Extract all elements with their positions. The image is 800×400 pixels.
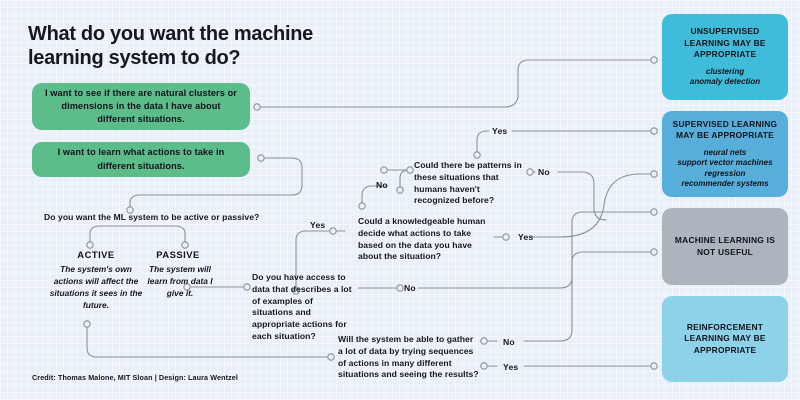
edge-label-gather-yes: Yes bbox=[503, 362, 519, 372]
outcome-heading-reinforcement: REINFORCEMENT LEARNING MAY BE APPROPRIAT… bbox=[684, 322, 766, 355]
branch-description-passive: The system will learn from data I give i… bbox=[147, 264, 213, 298]
question-active-or-passive: Do you want the ML system to be active o… bbox=[44, 212, 260, 222]
question-patterns: Could there be patterns in these situati… bbox=[414, 160, 522, 206]
page-title: What do you want the machine learning sy… bbox=[28, 23, 313, 70]
outcome-heading-supervised: SUPERVISED LEARNING MAY BE APPROPRIATE bbox=[672, 118, 778, 140]
outcome-heading-unsupervised: UNSUPERVISED LEARNING MAY BE APPROPRIATE bbox=[684, 26, 766, 59]
outcome-box-unsupervised[interactable]: UNSUPERVISED LEARNING MAY BE APPROPRIATE… bbox=[662, 14, 788, 100]
edge-label-knowledgeable-no: No bbox=[376, 180, 388, 190]
outcome-box-supervised[interactable]: SUPERVISED LEARNING MAY BE APPROPRIATE n… bbox=[662, 111, 788, 197]
branch-label-active: ACTIVE bbox=[77, 249, 115, 260]
edge-label-access-no: No bbox=[404, 283, 416, 293]
question-knowledgeable-human: Could a knowledgeable human decide what … bbox=[358, 216, 486, 262]
edge-label-patterns-no: No bbox=[538, 167, 550, 177]
edge-label-knowledgeable-yes: Yes bbox=[518, 232, 534, 242]
outcome-box-not-useful[interactable]: MACHINE LEARNING IS NOT USEFUL bbox=[662, 208, 788, 285]
question-gather-data: Will the system be able to gather a lot … bbox=[338, 334, 479, 380]
edge-label-access-yes: Yes bbox=[310, 220, 326, 230]
branch-label-passive: PASSIVE bbox=[156, 249, 200, 260]
edge-label-patterns-yes: Yes bbox=[492, 126, 508, 136]
edge-label-gather-no: No bbox=[503, 337, 515, 347]
goal-box-clusters[interactable]: I want to see if there are natural clust… bbox=[32, 83, 250, 130]
credit-line: Credit: Thomas Malone, MIT Sloan | Desig… bbox=[32, 373, 238, 382]
branch-description-active: The system's own actions will affect the… bbox=[49, 264, 143, 310]
goal-box-actions[interactable]: I want to learn what actions to take in … bbox=[32, 142, 250, 177]
outcome-heading-not-useful: MACHINE LEARNING IS NOT USEFUL bbox=[674, 235, 776, 257]
question-data-access: Do you have access to data that describe… bbox=[252, 272, 352, 341]
outcome-box-reinforcement[interactable]: REINFORCEMENT LEARNING MAY BE APPROPRIAT… bbox=[662, 296, 788, 382]
